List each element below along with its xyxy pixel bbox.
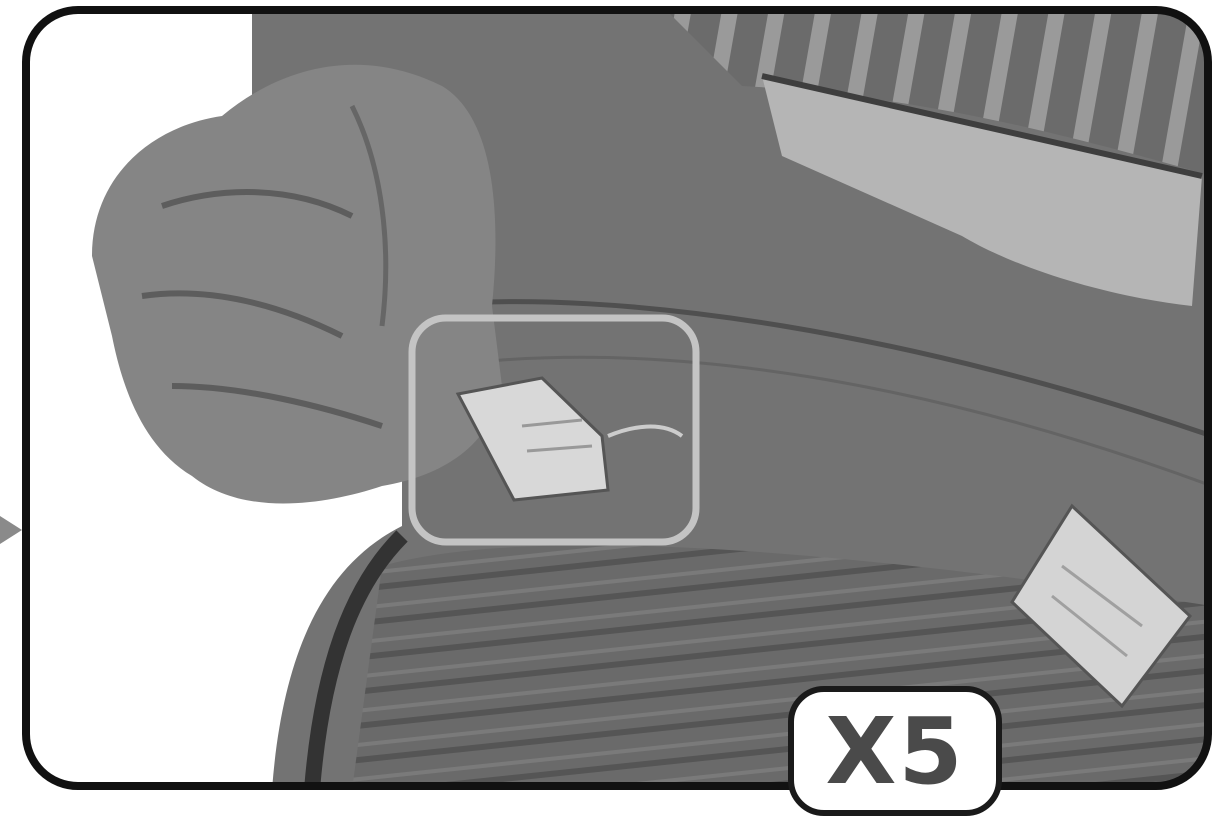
quantity-badge: X5 (788, 686, 1002, 816)
quantity-label: X5 (826, 706, 965, 798)
seat-scene (22, 6, 1212, 790)
illustration-frame (22, 6, 1212, 790)
pointer-arrow-icon (0, 510, 24, 550)
